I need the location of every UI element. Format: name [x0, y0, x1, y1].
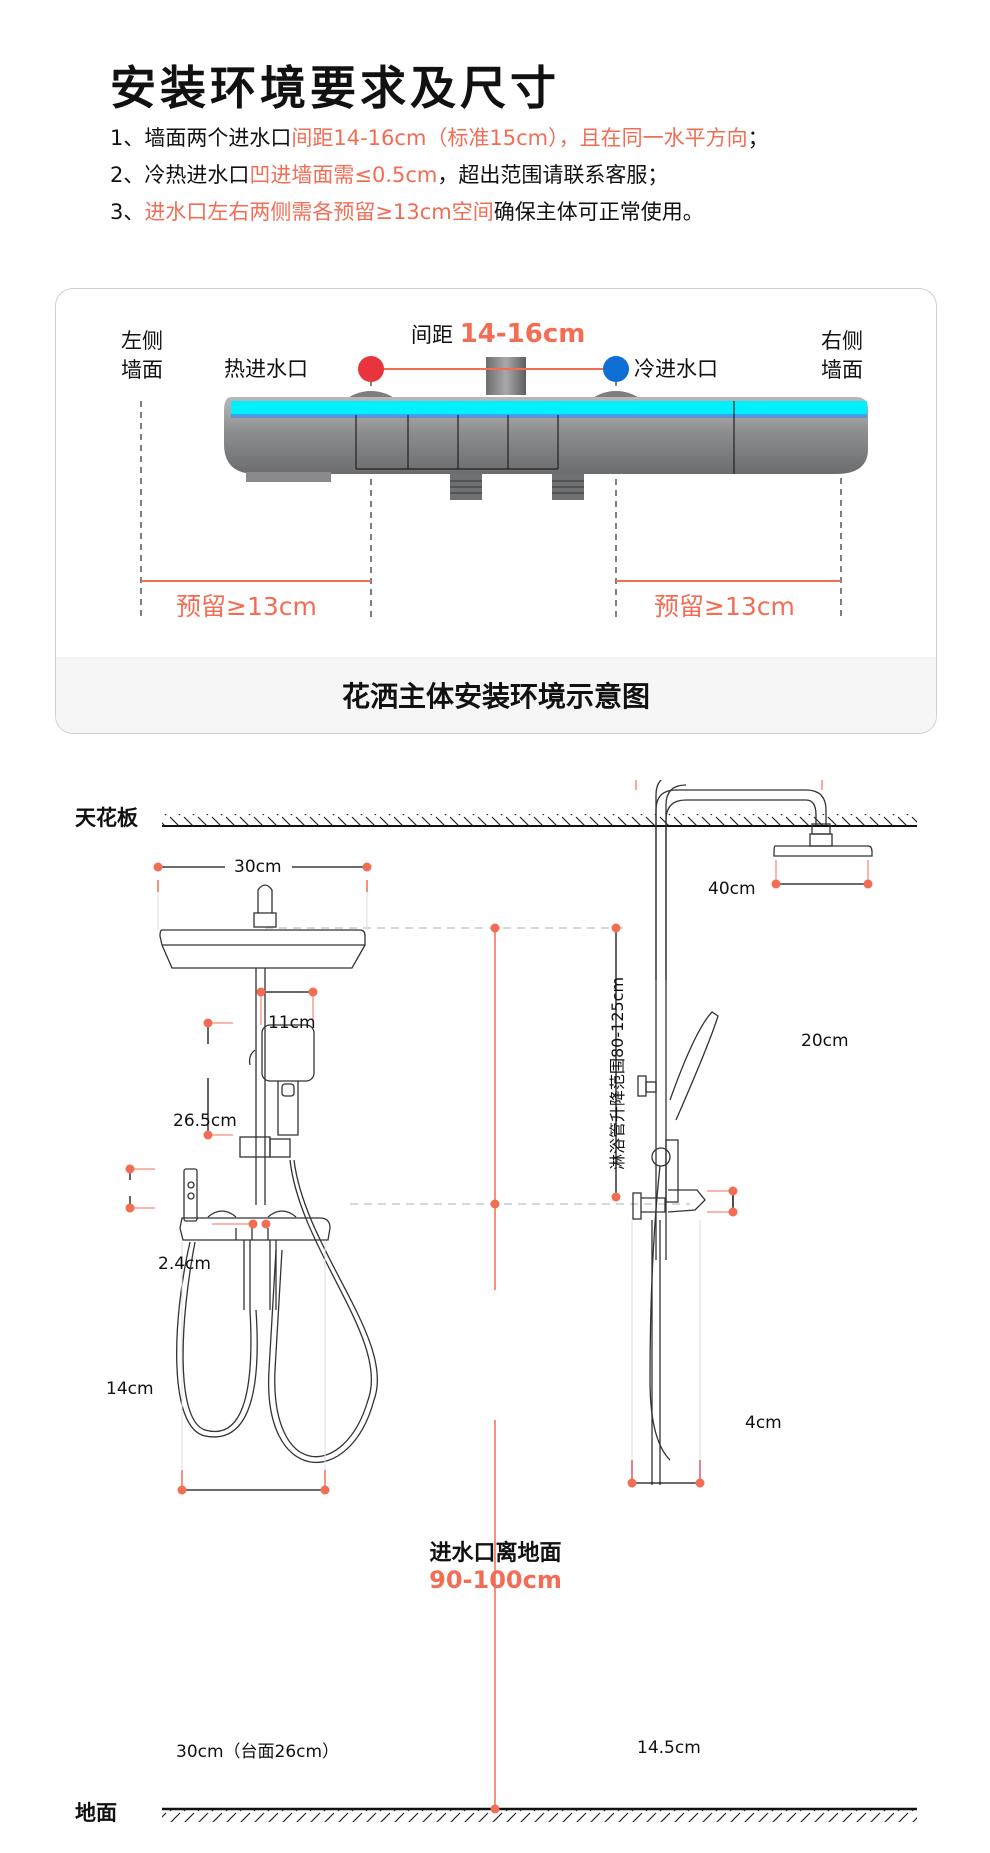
right-reserve-label: 预留≥13cm — [654, 592, 795, 621]
spout-tab — [246, 472, 331, 482]
hand-shower-height-label: 26.5cm — [173, 1111, 237, 1131]
requirement-2: 2、冷热进水口凹进墙面需≤0.5cm，超出范围请联系客服； — [110, 159, 668, 189]
spacing-value: 14-16cm — [459, 319, 586, 349]
ceiling-hatch — [162, 814, 917, 826]
req-text: 冷热进水口 — [144, 163, 250, 187]
side-view-shower — [632, 780, 873, 1485]
control-buttons — [355, 401, 735, 474]
right-wall-label: 右侧墙面 — [821, 329, 863, 382]
req-highlight: 间距14-16cm（标准15cm），且在同一水平方向 — [291, 126, 748, 150]
floor-hatch — [162, 1810, 917, 1822]
req-text: ； — [747, 126, 769, 150]
hot-inlet-dot — [358, 356, 384, 382]
card-caption: 花洒主体安装环境示意图 — [56, 657, 936, 733]
lift-range-label: 淋浴管升降范围80-125cm — [608, 976, 627, 1170]
riser-connector — [486, 357, 526, 395]
head-diameter-label: 20cm — [801, 1031, 849, 1051]
front-view-shower — [159, 884, 379, 1464]
inlet-height-value: 90-100cm — [429, 1566, 562, 1594]
arm-length-label: 40cm — [708, 879, 756, 899]
req-text: 确保主体可正常使用。 — [493, 200, 704, 224]
requirement-1: 1、墙面两个进水口间距14-16cm（标准15cm），且在同一水平方向； — [110, 122, 769, 152]
side-dimensions — [611, 780, 873, 1488]
led-strip — [231, 401, 867, 415]
spout-height-label: 14cm — [106, 1379, 154, 1399]
dimension-drawing — [125, 780, 917, 1822]
install-diagram — [140, 356, 868, 619]
req-num: 2、 — [110, 163, 145, 187]
floor-label: 地面 — [75, 1801, 117, 1825]
hot-inlet-label: 热进水口 — [224, 357, 308, 381]
req-num: 1、 — [110, 126, 145, 150]
shelf-thickness-label: 4cm — [745, 1413, 782, 1433]
base-width-label: 30cm（台面26cm） — [176, 1742, 340, 1762]
cold-inlet-dot — [603, 356, 629, 382]
front-dimensions — [125, 862, 372, 1495]
base-depth-label: 14.5cm — [637, 1738, 701, 1758]
ceiling-label: 天花板 — [75, 806, 138, 830]
req-highlight: 凹进墙面需≤0.5cm — [249, 163, 438, 187]
inlet-threads — [450, 474, 584, 500]
requirement-3: 3、进水口左右两侧需各预留≥13cm空间确保主体可正常使用。 — [110, 196, 704, 226]
req-highlight: 进水口左右两侧需各预留≥13cm空间 — [144, 200, 494, 224]
hand-shower-width-label: 11cm — [268, 1013, 316, 1033]
page-title: 安装环境要求及尺寸 — [110, 61, 560, 115]
left-wall-label: 左侧墙面 — [121, 329, 163, 382]
top-shower-width-label: 30cm — [234, 857, 282, 877]
inlet-height-label: 进水口离地面 — [429, 1541, 562, 1566]
install-environment-card: 左侧墙面 右侧墙面 热进水口 冷进水口 间距 14-16cm 预留≥13cm 预… — [55, 288, 937, 734]
req-text: ，超出范围请联系客服； — [437, 163, 669, 187]
req-num: 3、 — [110, 200, 145, 224]
pipe-diameter-label: 2.4cm — [158, 1254, 211, 1274]
left-reserve-label: 预留≥13cm — [176, 592, 317, 621]
spacing-label: 间距 14-16cm — [411, 319, 586, 349]
req-text: 墙面两个进水口 — [144, 126, 292, 150]
cold-inlet-label: 冷进水口 — [634, 357, 718, 381]
